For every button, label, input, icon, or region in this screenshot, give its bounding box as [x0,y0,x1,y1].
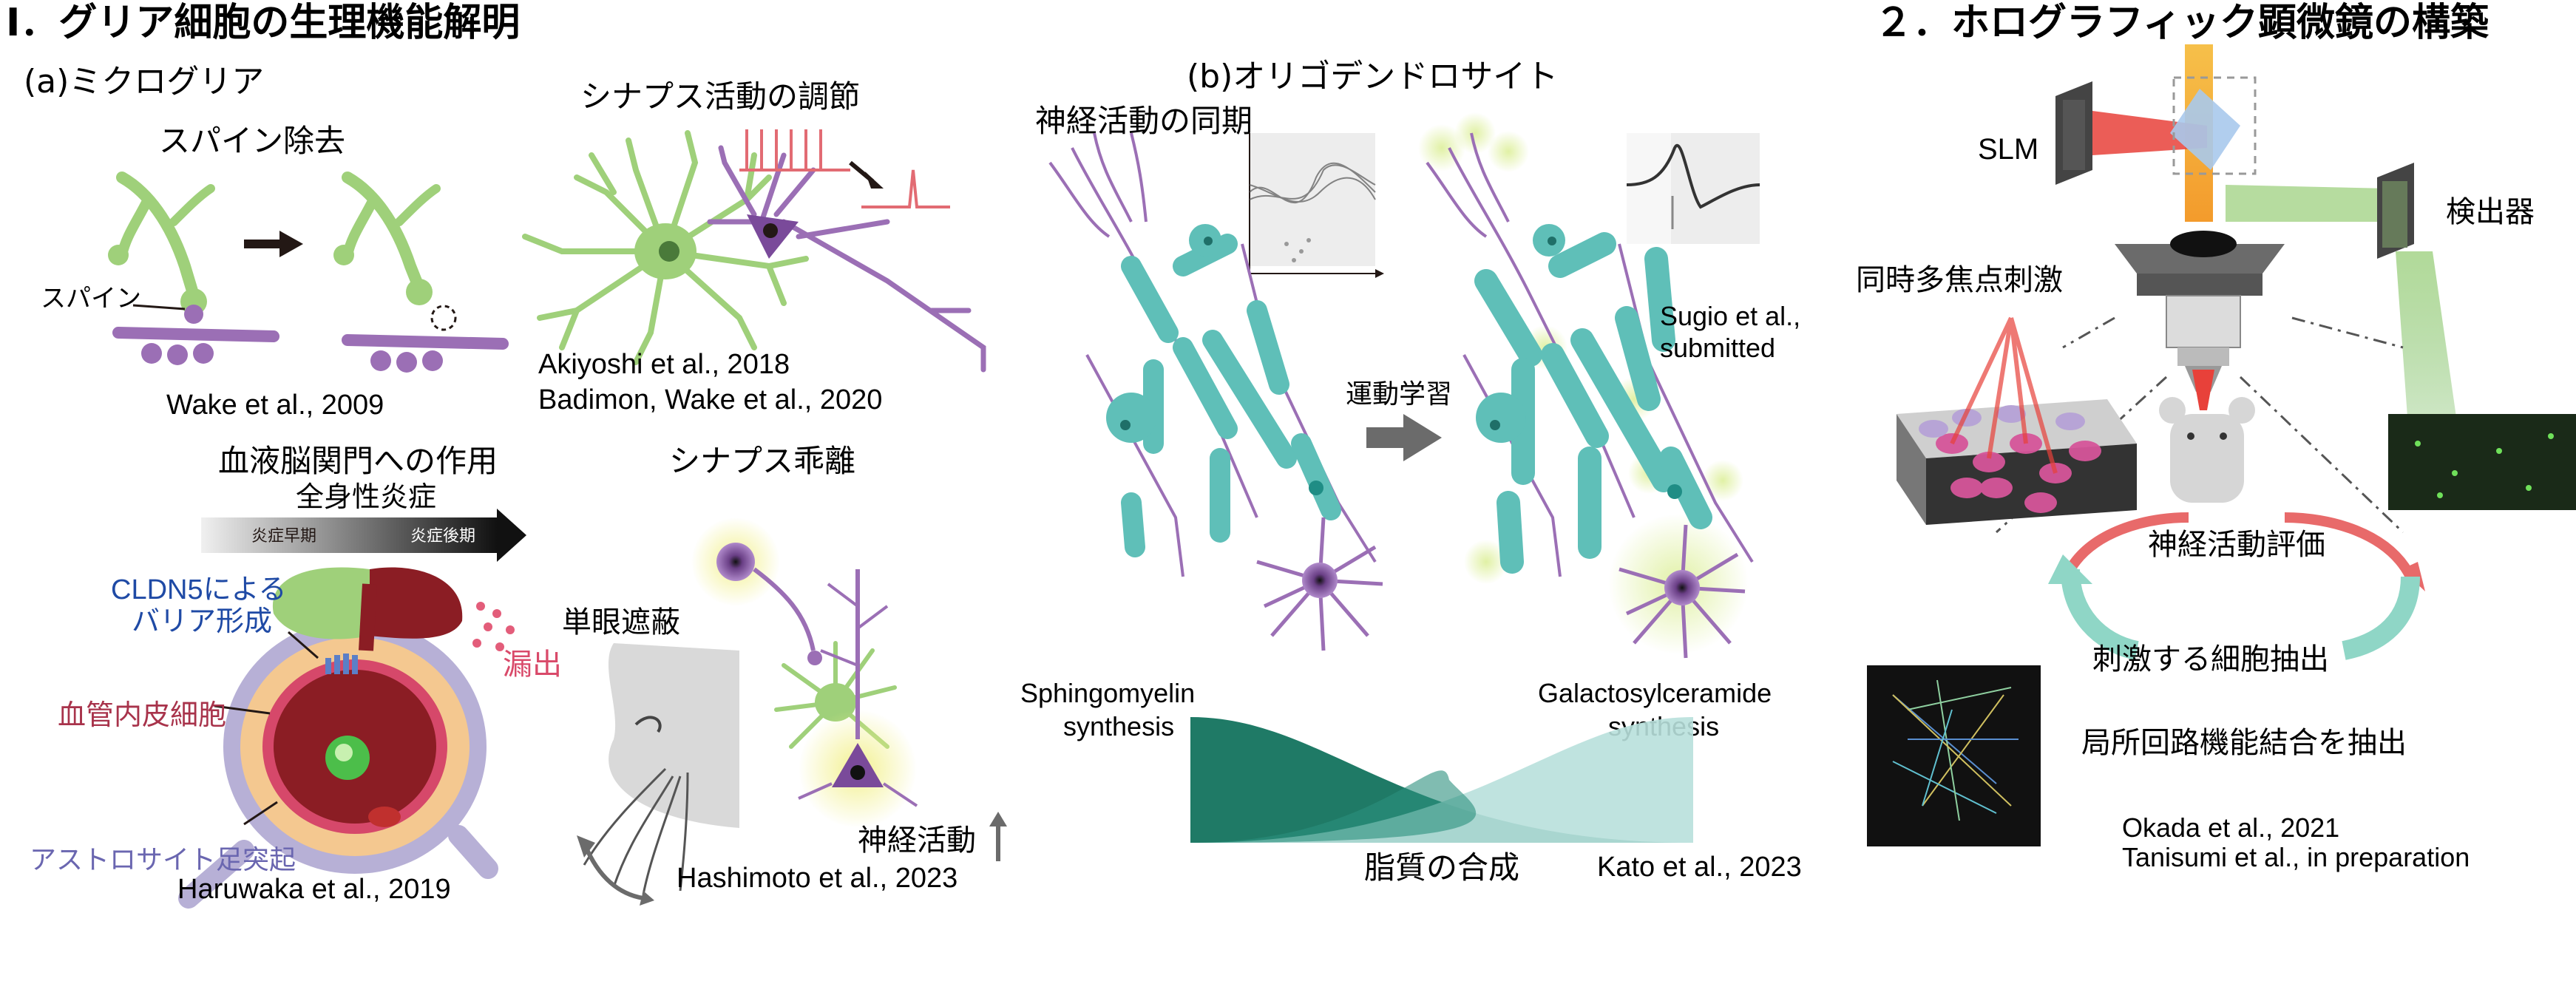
cldn5-line2: バリア形成 [132,605,272,637]
arrow-late: 炎症後期 [410,527,475,546]
arrow-early: 炎症早期 [251,527,316,546]
synapse-regulation-illustration [522,129,986,373]
panel-b-label: (b)オリゴデンドロサイト [1187,58,1558,95]
evaluation-label: 神経活動評価 [2148,528,2325,562]
blood-vessel-illustration [178,567,515,909]
sync-trace-inset [1249,133,1384,278]
motor-learning-arrow [1366,414,1442,461]
spine-removal-title: スパイン除去 [159,123,345,159]
holographic-microscope-illustration [1867,44,2576,846]
citation-okada-2021: Okada et al., 2021 [2122,812,2339,843]
sugio-line1: Sugio et al., [1660,301,1800,331]
lipid-synthesis-graph [1190,717,1693,843]
galacto-line1: Galactosylceramide [1538,678,1772,708]
leak-label: 漏出 [503,648,562,682]
inflammation-arrow [201,509,526,562]
activity-label: 神経活動 [858,824,976,858]
spine-removal-illustration [108,172,509,373]
extract-cells-label: 刺激する細胞抽出 [2092,642,2329,676]
citation-kato-2023: Kato et al., 2023 [1597,852,1802,883]
oligodendrocyte-before [1048,132,1383,651]
slm-label: SLM [1978,133,2038,166]
cldn5-line1: CLDN5による [111,574,286,605]
endothelial-label: 血管内皮細胞 [58,699,226,731]
sugio-line2: submitted [1660,333,1775,363]
lipid-label: 脂質の合成 [1364,849,1519,886]
section1-title: Ⅰ．グリア細胞の生理機能解明 [6,1,520,45]
bbb-title: 血液脳関門への作用 [218,443,498,479]
sync-label: 神経活動の同期 [1035,103,1253,139]
synapse-detach-illustration [577,517,1007,906]
synapse-detach-title: シナプス乖離 [669,443,855,479]
motor-learning-label: 運動学習 [1346,379,1452,410]
synapse-regulation-title: シナプス活動の調節 [580,78,860,115]
sphingo-line1: Sphingomyelin [1020,678,1195,708]
detector-label: 検出器 [2446,195,2535,229]
citation-tanisumi: Tanisumi et al., in preparation [2122,842,2470,872]
oligodendrocyte-after [1418,112,1754,659]
citation-hashimoto-2023: Hashimoto et al., 2023 [677,863,957,894]
citation-akiyoshi-2018: Akiyoshi et al., 2018 [538,349,790,380]
extract-circuit-label: 局所回路機能結合を抽出 [2081,726,2407,760]
citation-badimon-2020: Badimon, Wake et al., 2020 [538,384,882,415]
citation-haruwaka-2019: Haruwaka et al., 2019 [177,874,451,905]
monocular-label: 単眼遮蔽 [562,605,680,639]
section2-title: ２．ホログラフィック顕微鏡の構築 [1874,1,2489,45]
multi-focus-label: 同時多焦点刺激 [1856,263,2063,297]
panel-a-label: (a)ミクログリア [24,63,264,101]
sphingo-line2: synthesis [1063,711,1174,741]
citation-wake-2009: Wake et al., 2009 [166,390,384,421]
bbb-arrow-title: 全身性炎症 [296,481,436,513]
sugio-trace-inset [1626,133,1760,244]
astro-endfoot-label: アストロサイト足突起 [30,845,296,875]
spine-label: スパイン [41,284,141,313]
